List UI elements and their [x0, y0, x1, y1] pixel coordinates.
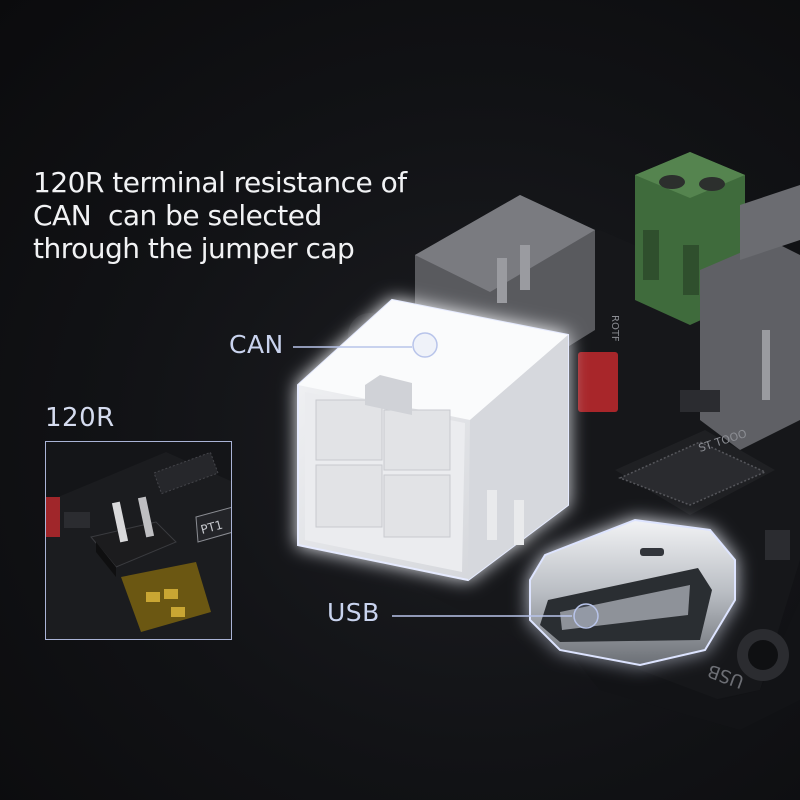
can-callout-marker [412, 332, 438, 358]
usb-callout-marker [573, 603, 599, 629]
inset-title: 120R [45, 403, 115, 433]
jumper-inset: PT1 [45, 441, 232, 640]
headline-line-3: through the jumper cap [33, 232, 355, 265]
inset-silkscreen: PT1 [199, 518, 224, 537]
headline-line-1: 120R terminal resistance of [33, 166, 407, 199]
usb-c-port [529, 518, 736, 667]
can-connector [297, 298, 569, 582]
board-side-silkscreen: ROTF [609, 315, 620, 342]
usb-label: USB [327, 598, 380, 627]
headline-line-2: CAN can be selected [33, 199, 322, 232]
jumper-cap [90, 496, 177, 577]
feature-headline: 120R terminal resistance of CAN can be s… [33, 166, 407, 265]
jumper-inset-illustration: PT1 [46, 442, 231, 639]
ic-chips: ST TOOO ROTF [578, 315, 790, 560]
callout-lines [293, 332, 599, 629]
can-label: CAN [229, 330, 284, 359]
